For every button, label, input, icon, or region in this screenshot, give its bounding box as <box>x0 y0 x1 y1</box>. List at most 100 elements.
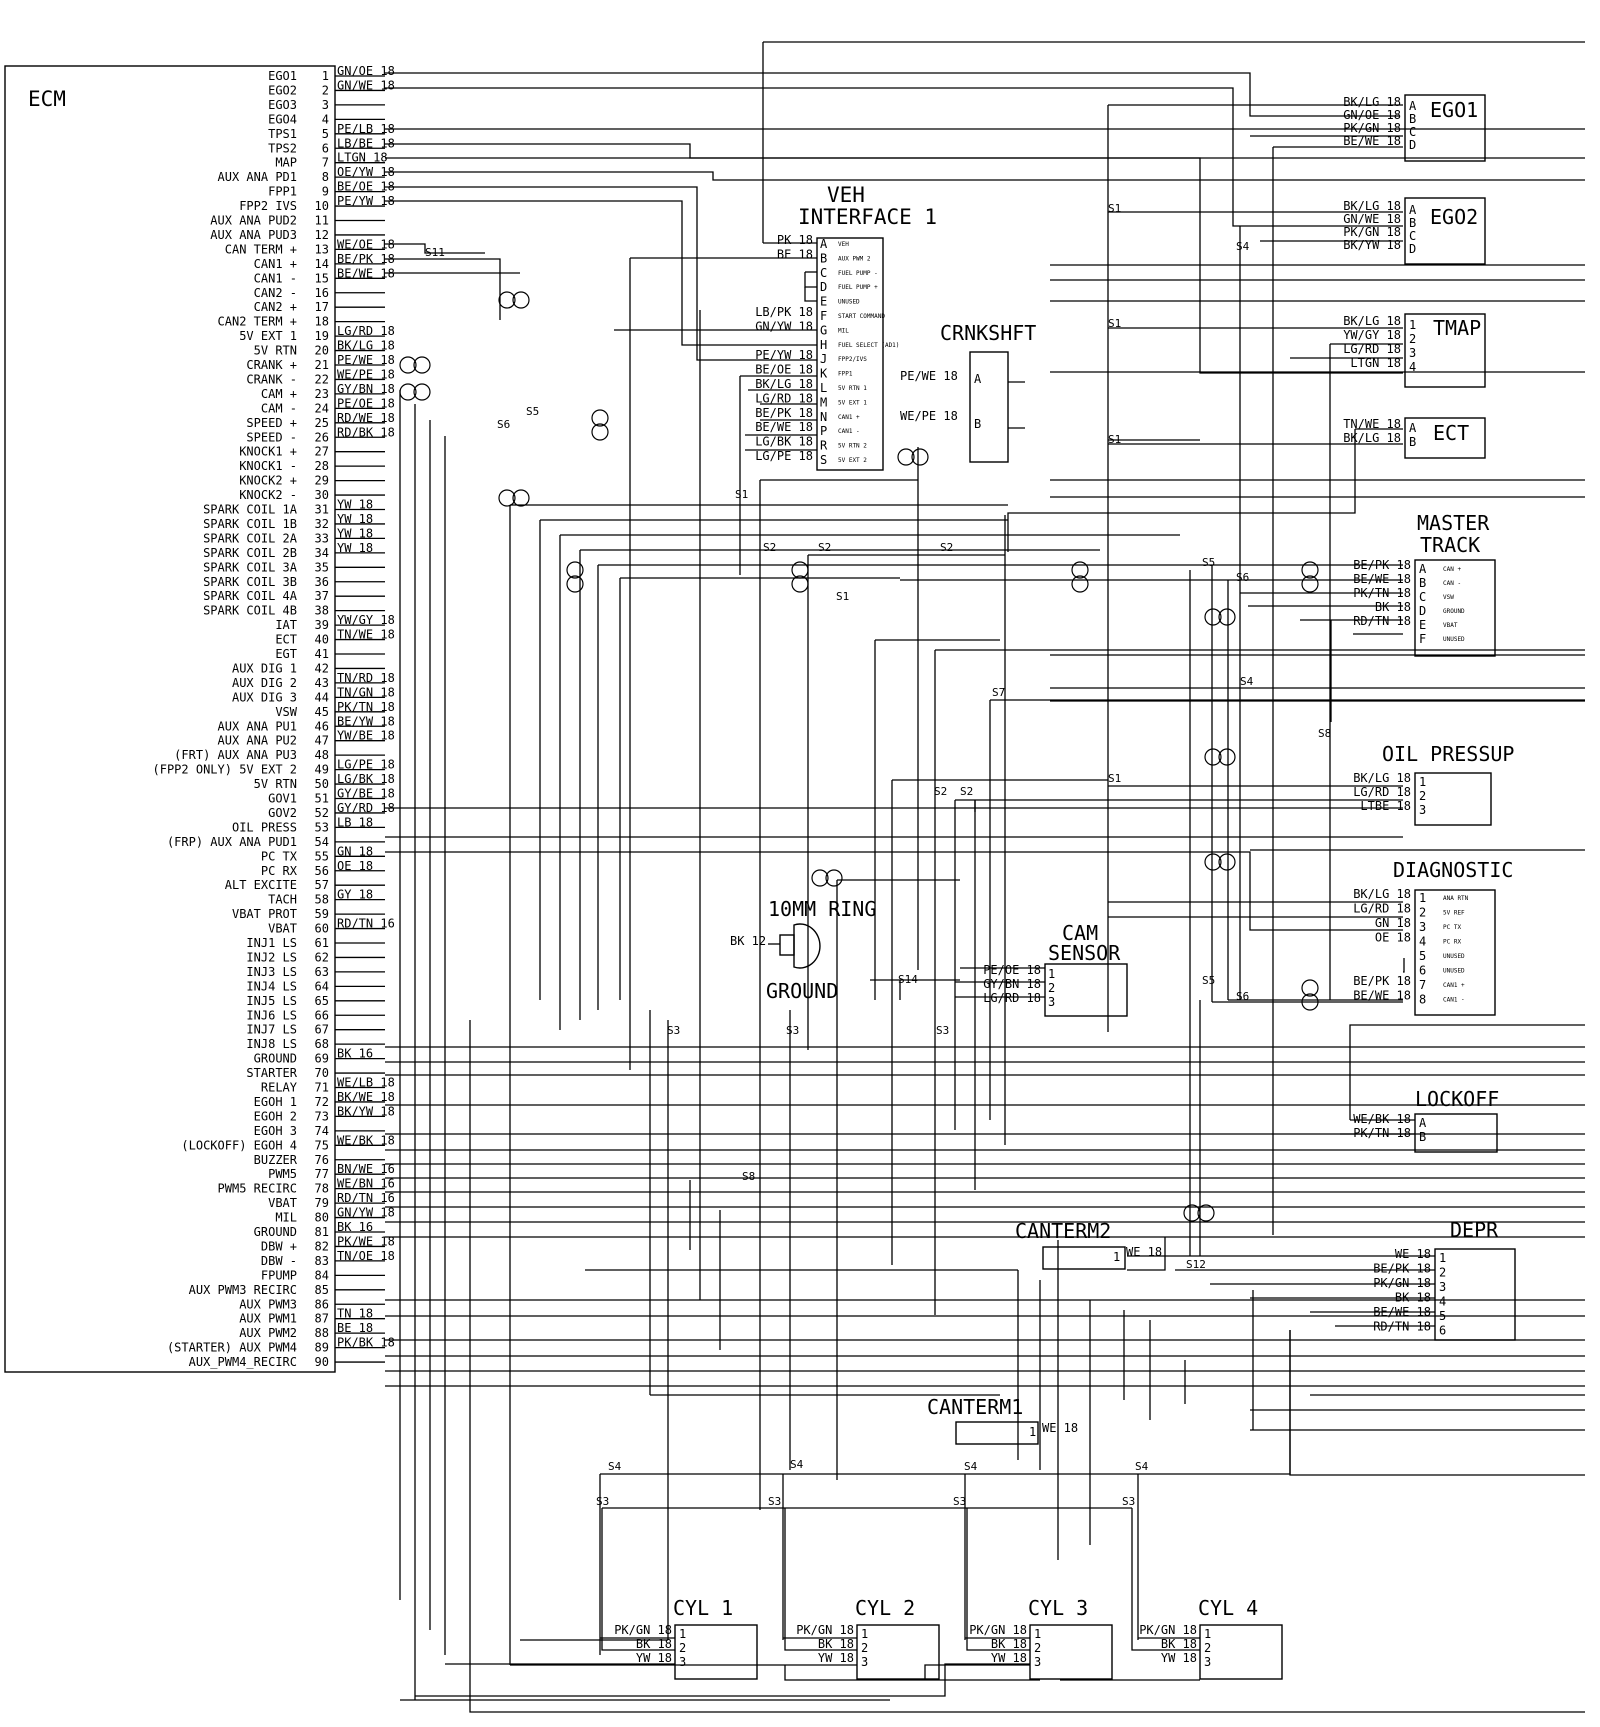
ecm-pin-number: 34 <box>315 546 329 560</box>
ecm-pin-wire: BE/OE 18 <box>337 180 395 194</box>
ecm-pin-number: 44 <box>315 690 329 704</box>
master-track-box <box>1414 559 1496 657</box>
connector-pin-wire: RD/TN 18 <box>1353 614 1411 628</box>
twist-mark <box>399 356 417 374</box>
ecm-pin-name: FPP2 IVS <box>239 199 297 213</box>
canterm2-box <box>1042 1246 1126 1270</box>
canterm2-pin: 1 <box>1113 1250 1120 1264</box>
ecm-pin-name: 5V EXT 1 <box>239 329 297 343</box>
ecm-pin-name: GOV1 <box>268 792 297 806</box>
ground-title-1: 10MM RING <box>768 897 876 921</box>
ecm-pin-name: PWM5 <box>268 1167 297 1181</box>
ecm-pin-number: 45 <box>315 705 329 719</box>
canterm2-wire: WE 18 <box>1126 1245 1162 1259</box>
ecm-pin-number: 74 <box>315 1124 329 1138</box>
ecm-pin-number: 55 <box>315 849 329 863</box>
connector-pin-letter: B <box>1409 216 1416 230</box>
connector-pin-letter: 2 <box>1419 906 1426 920</box>
ecm-pin-name: CAN2 TERM + <box>218 315 297 329</box>
ecm-pin-number: 62 <box>315 950 329 964</box>
master_track-title-1: MASTER <box>1417 511 1490 535</box>
cylinder-pin-wire: YW 18 <box>1161 1651 1197 1665</box>
ecm-pin-name: FPUMP <box>261 1268 297 1282</box>
ecm-pin-number: 4 <box>322 112 329 126</box>
ecm-pin-wire: OE 18 <box>337 859 373 873</box>
crnkshft-wire-b: WE/PE 18 <box>900 409 958 423</box>
cylinder-pin-wire: BK 18 <box>1161 1637 1197 1651</box>
ecm-pin-name: SPARK COIL 1B <box>203 517 297 531</box>
veh-pin-letter: B <box>820 251 827 265</box>
ground-title-2: GROUND <box>766 979 838 1003</box>
ecm-pin-number: 10 <box>315 199 329 213</box>
splice-s6: S6 <box>1236 571 1249 584</box>
ecm-pin-number: 41 <box>315 647 329 661</box>
connector-pin-wire: PK/GN 18 <box>1373 1276 1431 1290</box>
cylinder-pin-letter: 2 <box>861 1641 868 1655</box>
ecm-pin-wire: GY/RD 18 <box>337 801 395 815</box>
ground-ring: 10MM RING GROUND BK 12 <box>730 897 876 1003</box>
veh-pin-function: START COMMAND <box>838 313 885 320</box>
splice-s4: S4 <box>1135 1460 1149 1473</box>
ecm-pin-wire: GN/OE 18 <box>337 64 395 78</box>
ecm-pin-number: 6 <box>322 141 329 155</box>
ecm-pin-name: SPARK COIL 1A <box>203 503 298 517</box>
ecm-pin-name: INJ5 LS <box>246 994 297 1008</box>
ecm-pin-number: 42 <box>315 661 329 675</box>
cylinder-title: CYL 1 <box>673 1596 733 1620</box>
splice-s4: S4 <box>964 1460 978 1473</box>
connector-pin-letter: B <box>1409 435 1416 449</box>
connector-pin-wire: BK/LG 18 <box>1353 887 1411 901</box>
veh-pin-function: FPP1 <box>838 371 853 378</box>
cylinder-pin-wire: YW 18 <box>636 1651 672 1665</box>
ecm-pin-number: 82 <box>315 1239 329 1253</box>
splice-s2: S2 <box>818 541 831 554</box>
veh-pin-wire: BE 18 <box>777 247 813 261</box>
twist-mark <box>1197 1204 1215 1222</box>
connector-pin-wire: LG/RD 18 <box>1353 785 1411 799</box>
cylinder-pin-letter: 1 <box>679 1627 686 1641</box>
veh-pin-letter: P <box>820 424 827 438</box>
ecm-pin-number: 8 <box>322 170 329 184</box>
connector-pin-letter: A <box>1409 203 1417 217</box>
splice-s4: S4 <box>1236 240 1250 253</box>
ecm-pin-name: VSW <box>275 705 297 719</box>
ecm-pin-name: AUX PWM1 <box>239 1312 297 1326</box>
twist-mark <box>591 409 609 427</box>
veh-pin-function: CAN1 + <box>838 414 860 421</box>
ecm-pin-wire: TN/WE 18 <box>337 628 395 642</box>
twist-mark <box>1301 575 1319 593</box>
ecm-pin-wire: YW/GY 18 <box>337 613 395 627</box>
twist-mark <box>1183 1204 1201 1222</box>
ecm-pin-number: 40 <box>315 633 329 647</box>
connector-pin-wire: BE/WE 18 <box>1353 989 1411 1003</box>
connector-pin-wire: LTGN 18 <box>1350 356 1401 370</box>
ecm-pin-name: DBW - <box>261 1254 297 1268</box>
ecm-pin-wire: BE/WE 18 <box>337 266 395 280</box>
cylinder-pin-letter: 3 <box>679 1655 686 1669</box>
ecm-pin-name: (LOCKOFF) EGOH 4 <box>181 1138 297 1152</box>
veh-pin-function: AUX PWM 2 <box>838 255 871 262</box>
ecm-pin-number: 68 <box>315 1037 329 1051</box>
twist-mark <box>591 423 609 441</box>
ecm-pin-name: VBAT <box>268 1196 297 1210</box>
connector-pin-letter: 8 <box>1419 993 1426 1007</box>
ecm-pin-number: 5 <box>322 127 329 141</box>
ecm-pin-name: EGO4 <box>268 112 297 126</box>
ecm-pin-number: 78 <box>315 1182 329 1196</box>
ecm-box <box>4 65 336 1373</box>
twist-mark <box>566 575 584 593</box>
lockoff-box <box>1414 1113 1498 1153</box>
connector-pin-wire: PK/TN 18 <box>1353 1126 1411 1140</box>
ecm-pin-number: 2 <box>322 83 329 97</box>
cylinder-title: CYL 2 <box>855 1596 915 1620</box>
cylinder-pin-letter: 2 <box>679 1641 686 1655</box>
cylinder-title: CYL 3 <box>1028 1596 1088 1620</box>
twist-mark <box>1218 748 1236 766</box>
ecm-pin-number: 35 <box>315 560 329 574</box>
ecm-pin-wire: PK/WE 18 <box>337 1234 395 1248</box>
ecm-pin-wire: BK/LG 18 <box>337 339 395 353</box>
connector-pin-wire: BK/LG 18 <box>1353 771 1411 785</box>
twist-mark <box>1218 608 1236 626</box>
